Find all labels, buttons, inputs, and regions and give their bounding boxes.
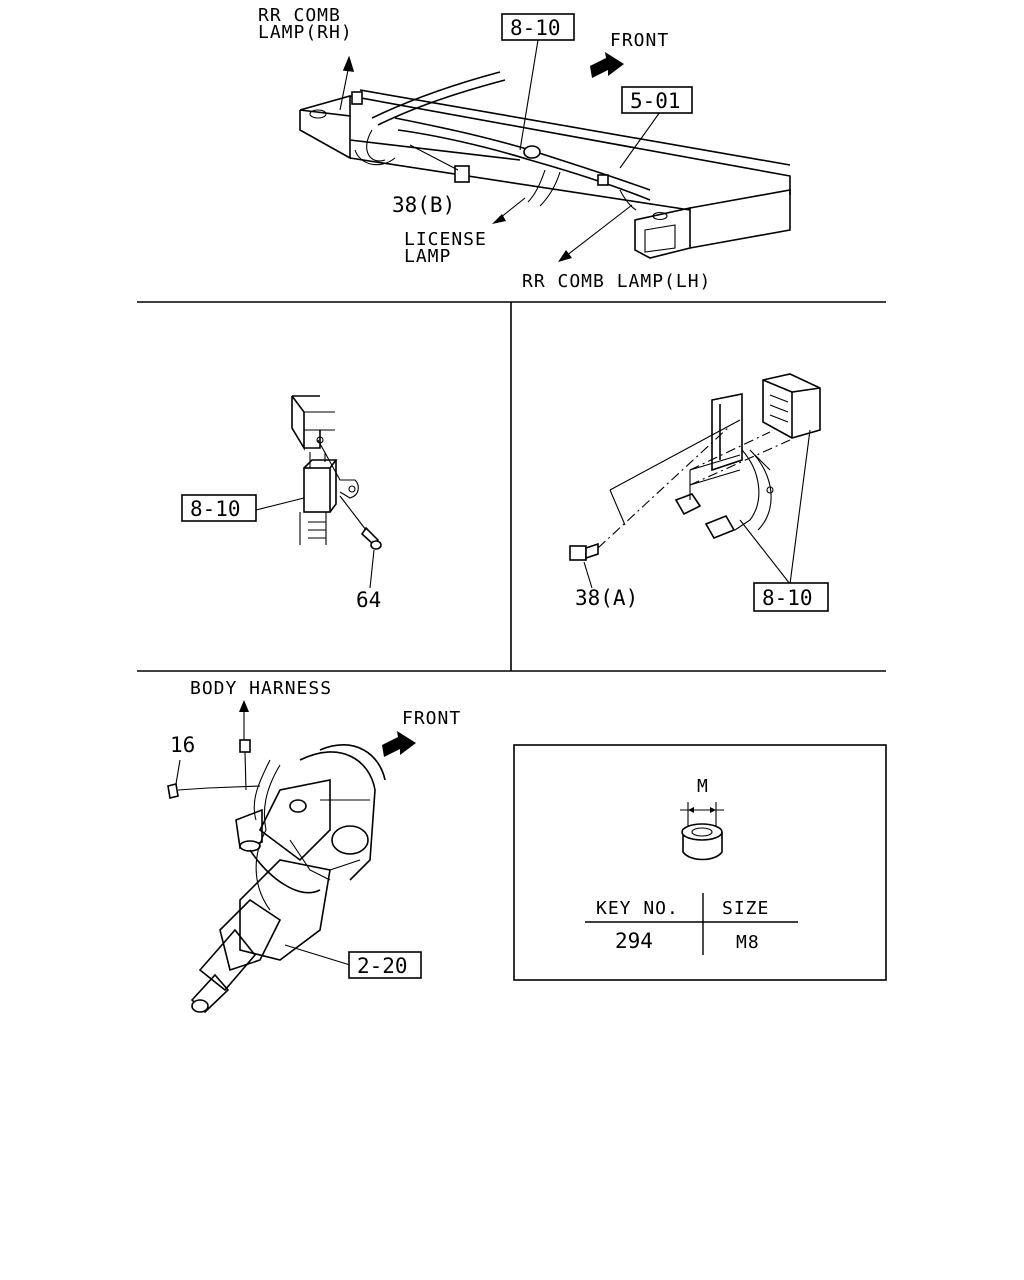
ref-box-2-20 (348, 951, 422, 979)
front-arrow-bottom (382, 731, 416, 757)
part-16: 16 (170, 733, 195, 757)
label-rr-comb-lh: RR COMB LAMP(LH) (522, 271, 711, 292)
part-38a: 38(A) (575, 586, 638, 610)
leader-2-20 (284, 944, 351, 966)
ref-box-8-10-ml (181, 494, 257, 522)
label-rr-comb-rh-1: RR COMB (258, 5, 341, 26)
size-table-frame (513, 744, 887, 981)
leader-64 (369, 549, 375, 589)
label-license-1: LICENSE (404, 229, 487, 250)
ref-5-01: 5-01 (630, 89, 681, 113)
ref-box-8-10-top (501, 13, 575, 41)
leader-38a (583, 561, 593, 589)
front-arrow-top (590, 52, 624, 78)
ref-8-10-mr: 8-10 (762, 586, 813, 610)
table-header-key-no: KEY NO. (596, 898, 679, 919)
bracket-line-2 (609, 419, 741, 491)
label-rr-comb-rh-2: LAMP(RH) (258, 22, 353, 43)
table-header-size: SIZE (722, 898, 769, 919)
bracket-line (609, 489, 626, 526)
bottom-left-panel: BODY HARNESS FRONT 16 2-20 (167, 678, 461, 1014)
leader-rr-comb-rh (339, 69, 349, 111)
arrow-license (492, 214, 506, 224)
ref-2-20: 2-20 (357, 954, 408, 978)
table-cell-key-no: 294 (615, 929, 653, 953)
leader-dash-3 (689, 439, 791, 486)
leader-8-10-mr-b (739, 519, 791, 585)
size-table: M KEY NO. SIZE 294 M8 (513, 744, 887, 981)
leader-rr-comb-lh (565, 204, 633, 257)
top-panel: RR COMB LAMP(RH) 8-10 FRONT 5-01 38(B) L… (258, 5, 791, 292)
leader-dash-1 (597, 425, 731, 549)
dimension-label-m: M (697, 776, 709, 797)
middle-left-panel: 8-10 64 (181, 395, 382, 612)
leader-5-01 (619, 111, 661, 169)
part-38b: 38(B) (392, 193, 455, 217)
pedal-bracket-drawing (569, 373, 821, 561)
leader-license (499, 197, 526, 219)
ref-8-10-ml: 8-10 (190, 497, 241, 521)
label-front-bottom: FRONT (402, 708, 461, 729)
part-64: 64 (356, 588, 381, 612)
leader-8-10-mr-a (789, 429, 811, 585)
middle-right-panel: 38(A) 8-10 (569, 373, 829, 612)
arrow-rr-comb-rh (342, 55, 355, 72)
frame-rail-drawing (299, 71, 791, 259)
ref-box-8-10-mr (753, 582, 829, 612)
ref-8-10-top: 8-10 (510, 16, 561, 40)
ref-box-5-01 (621, 86, 693, 114)
transmission-drawing (167, 739, 386, 1014)
bracket-drawing (291, 395, 382, 550)
arrow-rr-comb-lh (558, 250, 572, 262)
leader-8-10-ml (255, 497, 305, 511)
leader-16 (175, 759, 181, 785)
label-body-harness: BODY HARNESS (190, 678, 332, 699)
leader-8-10-top (519, 39, 539, 151)
nut-icon (680, 802, 724, 861)
label-license-2: LAMP (404, 246, 451, 267)
table-cell-size: M8 (736, 932, 760, 953)
leader-dash-2 (689, 431, 771, 471)
label-front-top: FRONT (610, 30, 669, 51)
arrow-body-harness (239, 700, 249, 712)
